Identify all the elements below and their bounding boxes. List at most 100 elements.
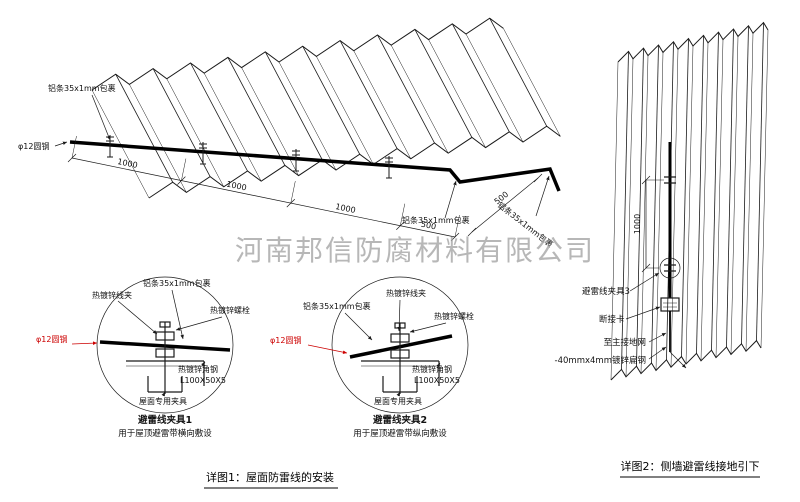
disconnect-link-bolts xyxy=(663,302,677,308)
leader-line xyxy=(409,322,447,333)
corrugation-line xyxy=(115,74,174,183)
disconnect-label: 断接卡 xyxy=(599,314,625,325)
detail2-subtitle: 用于屋顶避雷带纵向敷设 xyxy=(353,428,447,439)
corrugation-line xyxy=(711,32,719,351)
roof-isometric-view: 1000 1000 1000 500 500 铝条35x1mm包裹 φ12圆钢 … xyxy=(18,17,561,249)
leader-line xyxy=(161,391,166,397)
corrugation-line xyxy=(129,84,187,193)
leader-line xyxy=(436,362,441,369)
leader-line xyxy=(535,175,550,217)
leader-line xyxy=(625,306,661,320)
leader-line xyxy=(396,391,401,397)
conductor-section xyxy=(349,334,453,359)
figure-captions: 详图1：屋面防雷线的安装 详图2：侧墙避雷线接地引下 xyxy=(204,459,760,489)
roof-dimension-chain: 1000 1000 1000 500 xyxy=(67,135,460,242)
detail2-title: 避雷线夹具2 xyxy=(373,414,427,426)
corrugation-line xyxy=(316,56,374,165)
conductor-clamp xyxy=(199,142,207,165)
leader-line xyxy=(444,180,457,219)
round-steel-label: φ12圆钢 xyxy=(36,334,67,344)
leader-line xyxy=(397,299,401,332)
round-steel-label: φ12圆钢 xyxy=(18,141,49,151)
corrugation-line xyxy=(91,17,504,91)
alu-strip-label: 铝条35x1mm包裹 xyxy=(402,215,470,225)
corrugation-line xyxy=(465,33,524,143)
leader-line xyxy=(171,289,184,340)
company-watermark: 河南邦信防腐材料有限公司 xyxy=(235,234,595,267)
corrugation-line xyxy=(414,29,473,138)
alu-strip-label: 铝条35x1mm包裹 xyxy=(143,278,211,288)
wire-clamp-label: 热镀锌线夹 xyxy=(386,288,426,298)
to-ground-arrow xyxy=(669,351,687,369)
dim-1000-label: 1000 xyxy=(226,180,248,193)
dimension-extension-lines xyxy=(71,135,460,238)
wall-dimension: 1000 xyxy=(633,175,664,273)
leader-line xyxy=(91,94,111,141)
wall-corrugated-sheet xyxy=(610,21,769,381)
alu-strip-label: 铝条35x1mm包裹 xyxy=(48,83,116,93)
round-steel-label: φ12圆钢 xyxy=(270,335,301,345)
corrugation-line xyxy=(670,49,679,368)
corrugation-line xyxy=(756,22,764,341)
dim-1000-label: 1000 xyxy=(633,214,642,234)
lightning-conductor-line xyxy=(69,140,561,192)
clamp3-label: 避雷线夹具3 xyxy=(582,286,630,297)
corrugation-line xyxy=(715,39,724,358)
leader-line xyxy=(648,332,667,343)
corrugation-line xyxy=(166,78,225,187)
corrugation-line xyxy=(353,50,412,159)
corrugation-line xyxy=(621,51,629,370)
corrugation-line xyxy=(264,51,323,160)
conductor-clamp xyxy=(292,149,300,172)
corrugation-line xyxy=(152,68,211,177)
angle-spec-label: L100X50X5 xyxy=(414,376,460,385)
flat-steel-label: -40mmx4mm镀锌扁钢 xyxy=(555,355,646,366)
wall-clamp-upper xyxy=(664,176,676,184)
corrugation-line xyxy=(489,18,548,127)
corrugation-line xyxy=(640,55,649,374)
disconnect-link xyxy=(660,297,680,312)
dimension-ticks xyxy=(467,173,543,237)
detail-circle-outline xyxy=(96,276,234,414)
corrugation-line xyxy=(700,42,709,361)
corrugation-line xyxy=(278,61,337,171)
wall-clamp-lower xyxy=(664,264,676,272)
dimension-line xyxy=(71,157,456,238)
corrugation-line xyxy=(726,28,734,348)
dimension-line xyxy=(471,177,539,233)
clamp3-highlight-circle xyxy=(659,257,681,279)
corrugation-line xyxy=(685,45,694,365)
dimension-extension-lines xyxy=(646,179,664,269)
detail1-title: 避雷线夹具1 xyxy=(138,414,192,426)
wire-clamp-label: 热镀锌线夹 xyxy=(92,290,132,300)
conductor-clamp xyxy=(385,156,393,179)
corrugation-line xyxy=(636,48,644,367)
corrugation-line xyxy=(503,28,561,137)
angle-steel-label: 热镀锌角钢 xyxy=(412,364,452,374)
figure2-caption: 详图2：侧墙避雷线接地引下 xyxy=(621,459,760,473)
dim-500-label: 500 xyxy=(420,220,437,232)
bolt-label: 热镀锌螺栓 xyxy=(434,311,474,321)
corrugation-line xyxy=(377,34,435,144)
side-wall-view: 1000 避雷线夹具3 断接卡 至主接地网 -40mmx4mm镀锌扁钢 xyxy=(555,21,769,381)
leader-line xyxy=(629,272,660,292)
leader-line xyxy=(344,312,373,341)
corrugation-line xyxy=(655,52,664,371)
corrugation-line xyxy=(610,61,619,381)
bolt-label: 热镀锌螺栓 xyxy=(210,305,250,315)
corrugation-line xyxy=(302,46,361,155)
figure1-caption: 详图1：屋面防雷线的安装 xyxy=(206,470,334,484)
dim-1000-label: 1000 xyxy=(335,202,357,215)
angle-spec-label: L100X50X5 xyxy=(180,376,226,385)
roof-clamp-label: 屋面专用夹具 xyxy=(139,396,187,406)
corrugation-line xyxy=(390,45,449,154)
corrugation-line xyxy=(428,39,486,148)
leader-line xyxy=(201,361,206,367)
corrugation-line xyxy=(651,44,659,364)
leader-line xyxy=(307,344,348,354)
roof-corrugated-sheet xyxy=(91,17,561,199)
detail-circle-outline xyxy=(331,276,469,414)
corrugation-line xyxy=(730,36,739,355)
